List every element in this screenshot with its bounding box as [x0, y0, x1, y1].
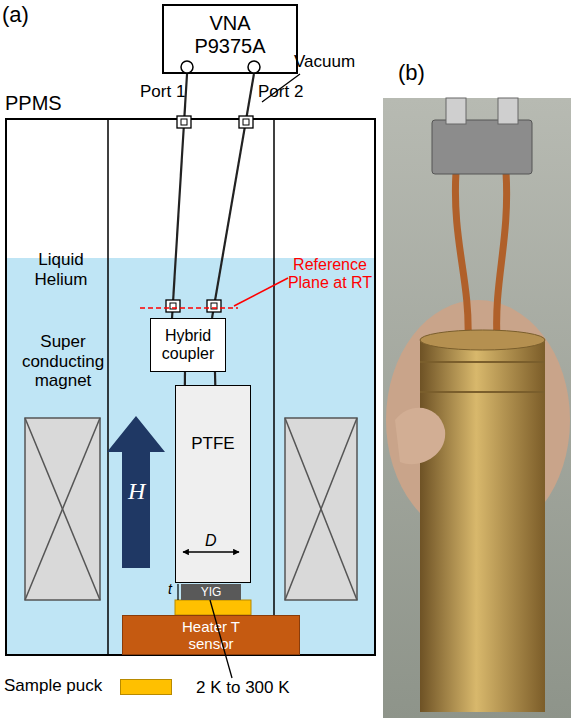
- edges-group: [172, 74, 254, 385]
- chamber-wall: [273, 118, 275, 656]
- port-label: Port 1: [140, 82, 185, 102]
- photo-background: [383, 98, 571, 718]
- heading-label: PPMS: [5, 92, 62, 115]
- magnet-cross: [285, 418, 357, 600]
- reference-plane-label: Reference Plane at RT: [282, 256, 378, 293]
- node-label: Heater T sensor: [171, 618, 251, 653]
- coupler-box: Hybrid coupler: [150, 318, 226, 372]
- leader-line: [234, 278, 288, 306]
- node-label: VNA P9375A: [185, 12, 275, 58]
- dimension-label: t: [168, 581, 172, 597]
- sma-connector: [498, 98, 518, 124]
- part-label: Super conducting magnet: [14, 332, 112, 391]
- magnet-cross: [285, 418, 357, 600]
- coax-cable: [212, 74, 254, 318]
- magnet-coil: [25, 418, 100, 600]
- panel-label: (b): [398, 60, 425, 85]
- thumb: [395, 408, 445, 465]
- vna-port: [181, 61, 193, 73]
- connector-outer: [239, 116, 253, 128]
- legend-swatch: [120, 679, 172, 695]
- node-label: PTFE: [191, 434, 234, 454]
- sma-feedthrough: [177, 116, 191, 128]
- connector-outer: [207, 300, 221, 312]
- connector-inner: [170, 303, 176, 309]
- probe-photo: [383, 98, 571, 718]
- cylinder-ring: [420, 391, 545, 393]
- connector-inner: [243, 119, 249, 125]
- leader-line: [210, 600, 232, 678]
- reference-plane-line: [140, 307, 238, 309]
- connector-outer: [166, 300, 180, 312]
- coax-cable: [184, 372, 186, 385]
- coax-cable: [214, 372, 217, 385]
- liquid-helium-fill: [5, 258, 376, 656]
- magnet-coil-box: [285, 418, 357, 600]
- region-label: Liquid Helium: [20, 250, 102, 289]
- vna-port: [248, 61, 260, 73]
- cylinder-cap: [420, 330, 545, 350]
- field-arrow: [107, 416, 165, 568]
- temperature-label: 2 K to 300 K: [196, 678, 290, 698]
- marks-group: [140, 74, 300, 678]
- coax-cable: [172, 74, 187, 318]
- magnet-coil: [285, 418, 357, 600]
- panel-label: (a): [2, 2, 29, 27]
- region-label: Vacuum: [294, 52, 355, 72]
- field-symbol: H: [128, 478, 145, 506]
- connector-inner: [211, 303, 217, 309]
- connector-inner: [181, 119, 187, 125]
- sample-puck: [175, 600, 251, 615]
- ptfe-block: PTFE: [175, 385, 251, 583]
- node-label: YIG: [201, 584, 222, 600]
- thickness-dimension: [177, 584, 178, 600]
- sma-connector: [166, 300, 180, 312]
- magnet-coil-box: [25, 418, 100, 600]
- leader-line: [262, 74, 300, 102]
- yig-sample: YIG: [181, 584, 241, 600]
- sma-feedthrough: [239, 116, 253, 128]
- instrument-box: VNA P9375A: [162, 4, 298, 74]
- cylinder-ring: [420, 361, 545, 363]
- copper-cable: [455, 172, 468, 338]
- node-label: Hybrid coupler: [152, 327, 224, 364]
- connector-outer: [177, 116, 191, 128]
- connector-block: [432, 120, 532, 174]
- magnet-cross: [25, 418, 100, 600]
- port-label: Port 2: [258, 82, 303, 102]
- brass-cylinder: [420, 340, 545, 712]
- magnet-cross: [25, 418, 100, 600]
- copper-cable: [497, 172, 507, 338]
- cryostat-box: Hybrid couplerPTFEYIGHeater T sensorPPMS: [5, 118, 376, 656]
- sma-connector: [207, 300, 221, 312]
- diameter-dimension: [183, 551, 239, 552]
- chamber-wall: [107, 118, 109, 656]
- legend-label: Sample puck: [4, 676, 102, 696]
- heater-block: Heater T sensor: [122, 615, 300, 655]
- sma-connector: [446, 98, 466, 124]
